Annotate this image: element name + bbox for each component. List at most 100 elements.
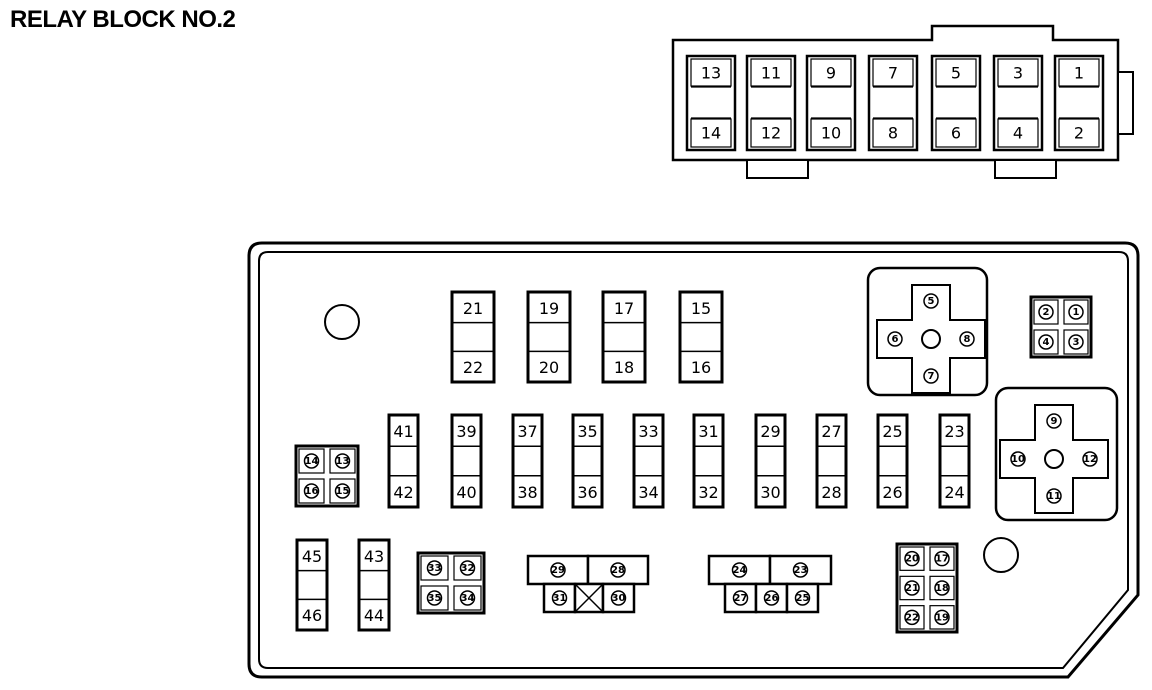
terminal-number: 13 (701, 64, 721, 83)
fuse-terminal-number: 43 (364, 547, 384, 566)
relay-terminal-label: 22 (905, 612, 919, 623)
terminal-number: 10 (821, 124, 841, 143)
relay-terminal (904, 550, 920, 567)
fuse-slot: 27 28 (815, 413, 848, 509)
relay-terminal-label: 30 (612, 593, 626, 604)
terminal-box (997, 118, 1039, 148)
fuse-slot: 33 34 (632, 413, 665, 509)
blank-cross (574, 583, 604, 613)
fuse-terminal-number: 41 (393, 422, 413, 441)
terminal-number: 5 (951, 64, 961, 83)
terminal-right-label: 8 (964, 334, 971, 345)
relay-terminal (551, 590, 568, 606)
fuse-outline (571, 413, 604, 509)
fuse-terminal-number: 22 (463, 358, 483, 377)
fuse-slot: 43 44 (357, 538, 391, 632)
terminal-top (923, 293, 939, 309)
relay-terminal (550, 562, 566, 578)
fuse-outline (357, 538, 391, 632)
relay-terminal (334, 453, 351, 469)
terminal-top-label: 5 (928, 296, 935, 307)
relay-terminal (610, 562, 626, 578)
mounting-hole (324, 304, 360, 340)
relay-terminal-label: 23 (794, 565, 808, 576)
fuse-terminal-number: 44 (364, 606, 384, 625)
relay-terminal-label: 14 (305, 456, 319, 467)
relay-terminal (303, 453, 320, 469)
relay-terminal-label: 13 (336, 456, 350, 467)
fuse-terminal-number: 26 (882, 483, 902, 502)
fuse-outline (876, 413, 909, 509)
fuse-terminal-number: 38 (517, 483, 537, 502)
relay-terminal (303, 483, 320, 499)
relay-terminal (610, 590, 627, 606)
relay-terminal (1068, 304, 1084, 320)
relay-terminal (1038, 334, 1054, 350)
relay-center-hole (1044, 449, 1064, 469)
fuse-terminal-number: 16 (691, 358, 711, 377)
fuse-terminal-number: 24 (944, 483, 964, 502)
fuse-terminal-number: 34 (638, 483, 658, 502)
relay-terminal (426, 560, 443, 576)
fuse-terminal-number: 30 (760, 483, 780, 502)
fuse-terminal-number: 45 (302, 547, 322, 566)
housing-inner-outline (258, 251, 1129, 669)
fuse-terminal-number: 17 (614, 299, 634, 318)
terminal-box (872, 58, 914, 87)
fuse-terminal-number: 33 (638, 422, 658, 441)
fuse-terminal-number: 35 (577, 422, 597, 441)
terminal-box (690, 118, 732, 148)
fuse-terminal-number: 36 (577, 483, 597, 502)
fuse-outline (815, 413, 848, 509)
mounting-hole (983, 537, 1019, 573)
relay-terminal (334, 483, 351, 499)
relay-terminal-label: 31 (553, 593, 567, 604)
relay-center-hole (921, 329, 941, 349)
fuse-outline (511, 413, 544, 509)
relay-terminal (1068, 334, 1084, 350)
relay-terminal-label: 20 (905, 554, 919, 565)
fuse-terminal-number: 27 (821, 422, 841, 441)
fuse-outline (526, 290, 572, 384)
terminal-box (997, 58, 1039, 87)
terminal-number: 7 (888, 64, 898, 83)
fuse-outline (387, 413, 420, 509)
fuse-terminal-number: 20 (539, 358, 559, 377)
terminal-box (810, 118, 852, 148)
relay-terminal-label: 3 (1073, 337, 1080, 348)
relay-terminal-label: 19 (935, 612, 949, 623)
connector-latch-right (994, 159, 1057, 179)
fuse-terminal-number: 28 (821, 483, 841, 502)
relay-terminal-label: 16 (305, 486, 319, 497)
terminal-left-label: 10 (1011, 454, 1025, 465)
connector-latch-left (746, 159, 809, 179)
relay-terminal-label: 35 (428, 593, 442, 604)
relay-terminal (934, 609, 950, 626)
fuse-outline (450, 290, 496, 384)
relay-terminal (792, 562, 809, 578)
terminal-bottom (1046, 488, 1062, 504)
terminal-box (750, 58, 792, 87)
relay-terminal-label: 18 (935, 583, 949, 594)
terminal-top-label: 9 (1051, 416, 1058, 427)
fuse-outline (938, 413, 971, 509)
fuse-terminal-number: 39 (456, 422, 476, 441)
terminal-box (750, 118, 792, 148)
fuse-terminal-number: 21 (463, 299, 483, 318)
fuse-terminal-number: 23 (944, 422, 964, 441)
relay-terminal (934, 580, 950, 596)
relay-terminal (459, 590, 476, 606)
terminal-cell (298, 478, 325, 504)
relay-terminal-label: 26 (765, 593, 779, 604)
terminal-number: 9 (826, 64, 836, 83)
fuse-outline (754, 413, 787, 509)
relay-terminal-label: 21 (905, 583, 919, 594)
fuse-terminal-number: 19 (539, 299, 559, 318)
